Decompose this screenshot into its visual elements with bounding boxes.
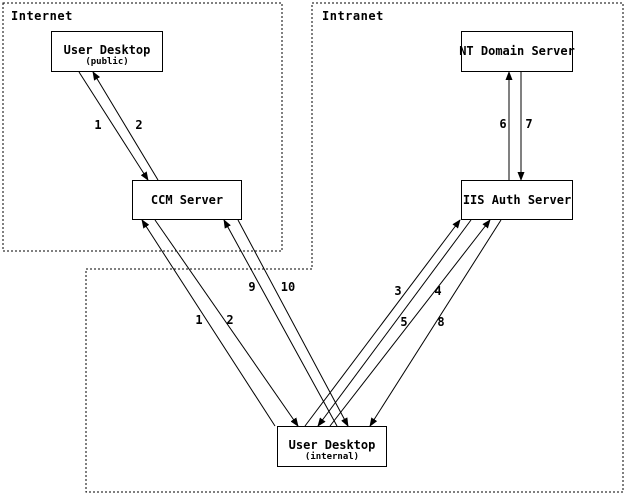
edge-10-ccm-to-internal-desktop — [237, 219, 349, 427]
edge-label-10: 10 — [280, 280, 296, 294]
node-iis-auth-server: IIS Auth Server — [461, 180, 573, 220]
edge-label-3: 3 — [394, 284, 402, 298]
edge-1-internal-desktop-to-ccm — [141, 219, 276, 427]
node-user-desktop-public: User Desktop (public) — [51, 31, 163, 72]
edge-9-internal-desktop-to-ccm — [223, 219, 338, 427]
node-ccm-server: CCM Server — [132, 180, 242, 220]
edge-label-7: 7 — [525, 117, 533, 131]
node-subtitle: (public) — [85, 56, 129, 67]
edge-label-1-internal: 1 — [195, 313, 203, 327]
edge-label-2-public: 2 — [135, 118, 143, 132]
internet-zone-border — [2, 2, 283, 252]
edge-label-6: 6 — [499, 117, 507, 131]
edge-4-iis-to-internal-desktop — [317, 219, 472, 427]
edge-label-4: 4 — [434, 284, 442, 298]
edge-label-2-internal: 2 — [226, 313, 234, 327]
edge-5-internal-desktop-to-iis — [329, 219, 491, 427]
node-title: User Desktop — [63, 42, 151, 57]
zone-label-intranet: Intranet — [322, 9, 384, 23]
intranet-zone-border — [85, 2, 624, 493]
edge-1-public-desktop-to-ccm — [78, 71, 149, 181]
node-nt-domain-server: NT Domain Server — [459, 31, 575, 72]
edge-3-internal-desktop-to-iis — [304, 219, 461, 427]
node-title: NT Domain Server — [459, 44, 575, 58]
node-title: IIS Auth Server — [462, 192, 572, 207]
zone-label-internet: Internet — [11, 9, 73, 23]
edge-2-ccm-to-internal-desktop — [154, 219, 299, 427]
node-title: CCM Server — [150, 192, 224, 207]
edge-label-1-public: 1 — [94, 118, 102, 132]
node-subtitle: (internal) — [304, 451, 360, 462]
edge-label-9: 9 — [248, 280, 256, 294]
node-user-desktop-internal: User Desktop (internal) — [277, 426, 387, 467]
node-title: User Desktop — [288, 437, 376, 452]
edge-label-5: 5 — [400, 315, 408, 329]
edge-2-ccm-to-public-desktop — [92, 71, 159, 181]
edge-label-8: 8 — [437, 315, 445, 329]
edge-8-iis-to-internal-desktop — [369, 219, 502, 427]
